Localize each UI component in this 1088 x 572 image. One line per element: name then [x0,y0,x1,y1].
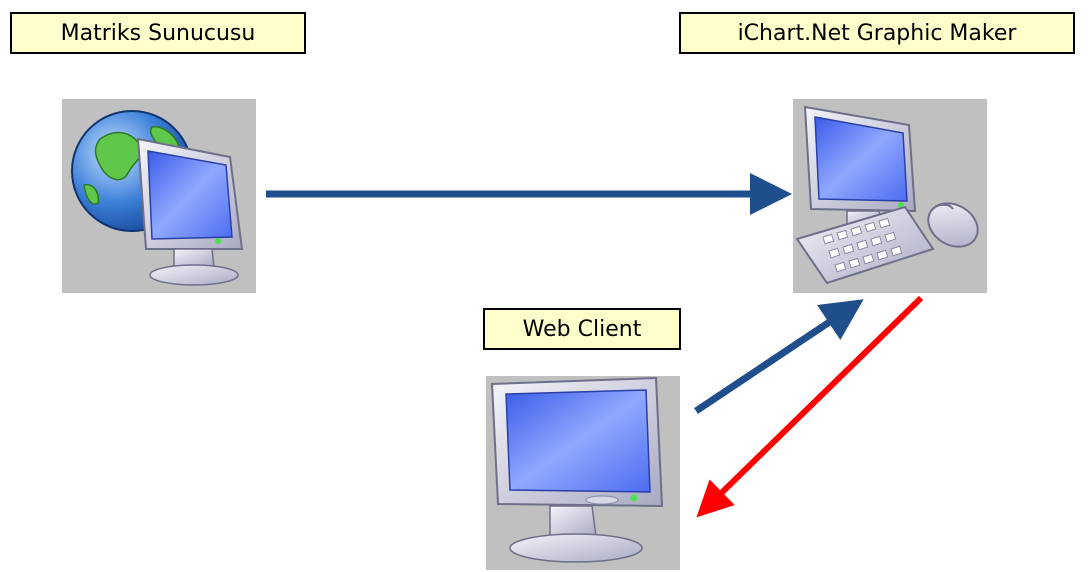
monitor-icon [490,376,664,563]
server-node [62,99,256,293]
client-to-graphic-maker-arrow [694,299,864,414]
graphic-maker-label: iChart.Net Graphic Maker [679,12,1075,54]
desktop-keyboard-mouse-icon [795,105,979,285]
client-node [486,376,680,570]
server-label: Matriks Sunucusu [10,12,306,54]
client-label: Web Client [483,308,681,350]
globe-computer-icon [71,110,244,286]
graphic-maker-node [793,99,987,293]
graphic-maker-to-client-arrow [696,295,924,518]
